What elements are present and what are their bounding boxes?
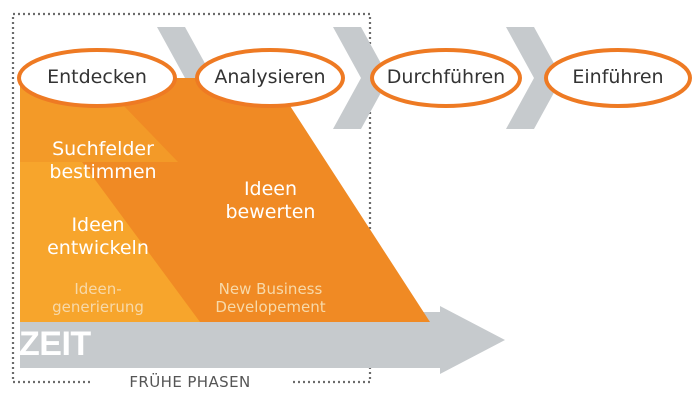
stage-label-analysieren: Analysieren: [214, 66, 326, 88]
text-line: Suchfelder: [52, 138, 154, 160]
time-arrow: [20, 306, 505, 374]
stage-ellipse-einfuehren: [544, 48, 692, 108]
label-ideengenerierung: Ideen- generierung: [38, 280, 158, 316]
label-ideen-entwickeln: Ideen entwickeln: [28, 214, 168, 260]
text-line: Developement: [215, 298, 326, 316]
text-line: New Business: [218, 280, 323, 298]
text-line: Ideen: [71, 214, 125, 236]
stage-label-einfuehren: Einführen: [572, 66, 664, 88]
stage-label-entdecken: Entdecken: [47, 66, 147, 88]
text-line: generierung: [52, 298, 144, 316]
stage-ellipse-analysieren: [195, 48, 345, 108]
stage-ellipse-entdecken: [17, 48, 177, 108]
label-ideen-bewerten: Ideen bewerten: [198, 178, 343, 224]
chevron-arrow-2: [333, 27, 389, 129]
stage-ellipse-durchfuehren: [370, 48, 522, 108]
text-line: bestimmen: [49, 160, 157, 183]
early-phases-label: FRÜHE PHASEN: [90, 373, 290, 391]
text-line: entwickeln: [47, 236, 149, 259]
early-phases-frame: [11, 12, 372, 384]
chevron-arrow-3: [506, 27, 562, 129]
text-line: Ideen-: [74, 280, 122, 298]
text-line: bewerten: [225, 200, 316, 223]
label-new-business-development: New Business Developement: [198, 280, 343, 316]
label-suchfelder-bestimmen: Suchfelder bestimmen: [28, 138, 178, 184]
time-label: ZEIT: [19, 325, 91, 363]
stage-label-durchfuehren: Durchführen: [386, 66, 506, 88]
text-line: Ideen: [243, 178, 298, 200]
